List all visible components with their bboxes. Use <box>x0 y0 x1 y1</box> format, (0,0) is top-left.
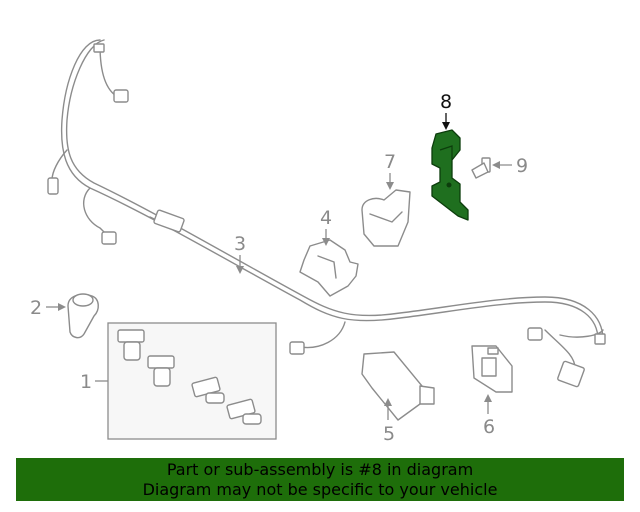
callout-2: 2 <box>30 297 66 319</box>
wire-harness[interactable] <box>47 39 606 388</box>
part-5-module[interactable] <box>361 351 435 421</box>
banner-line-part: Part or sub-assembly is #8 in diagram <box>166 460 474 479</box>
svg-text:2: 2 <box>30 297 42 319</box>
svg-text:8: 8 <box>440 91 452 113</box>
part-2-sensor[interactable] <box>67 293 99 339</box>
svg-text:5: 5 <box>383 423 395 445</box>
callout-9: 9 <box>492 155 528 177</box>
info-banner: Part or sub-assembly is #8 in diagram Di… <box>16 458 624 501</box>
sensor-d <box>226 398 262 425</box>
part-6-bracket[interactable] <box>471 345 513 393</box>
sensor-c <box>191 376 225 404</box>
part-7-holder[interactable] <box>361 189 411 247</box>
banner-line-disclaimer: Diagram may not be specific to your vehi… <box>142 480 498 499</box>
callout-8: 8 <box>440 91 452 130</box>
svg-text:9: 9 <box>516 155 528 177</box>
svg-text:1: 1 <box>80 371 92 393</box>
part-1-sensor-kit[interactable] <box>107 322 277 440</box>
svg-text:6: 6 <box>483 416 495 438</box>
part-9-bolt[interactable] <box>471 157 491 179</box>
callout-6: 6 <box>483 394 495 438</box>
sensor-b <box>147 355 175 387</box>
svg-text:4: 4 <box>320 207 332 229</box>
svg-text:3: 3 <box>234 233 246 255</box>
callout-5: 5 <box>383 398 395 445</box>
svg-text:7: 7 <box>384 151 396 173</box>
sensor-a <box>117 329 145 361</box>
parts-diagram: 1 2 3 4 5 6 7 8 9 <box>30 39 606 445</box>
callout-1: 1 <box>80 371 108 393</box>
callout-3: 3 <box>234 233 246 274</box>
part-8-bracket[interactable] <box>431 129 469 221</box>
part-4-bracket[interactable] <box>299 239 359 297</box>
callout-7: 7 <box>384 151 396 190</box>
callout-4: 4 <box>320 207 332 246</box>
